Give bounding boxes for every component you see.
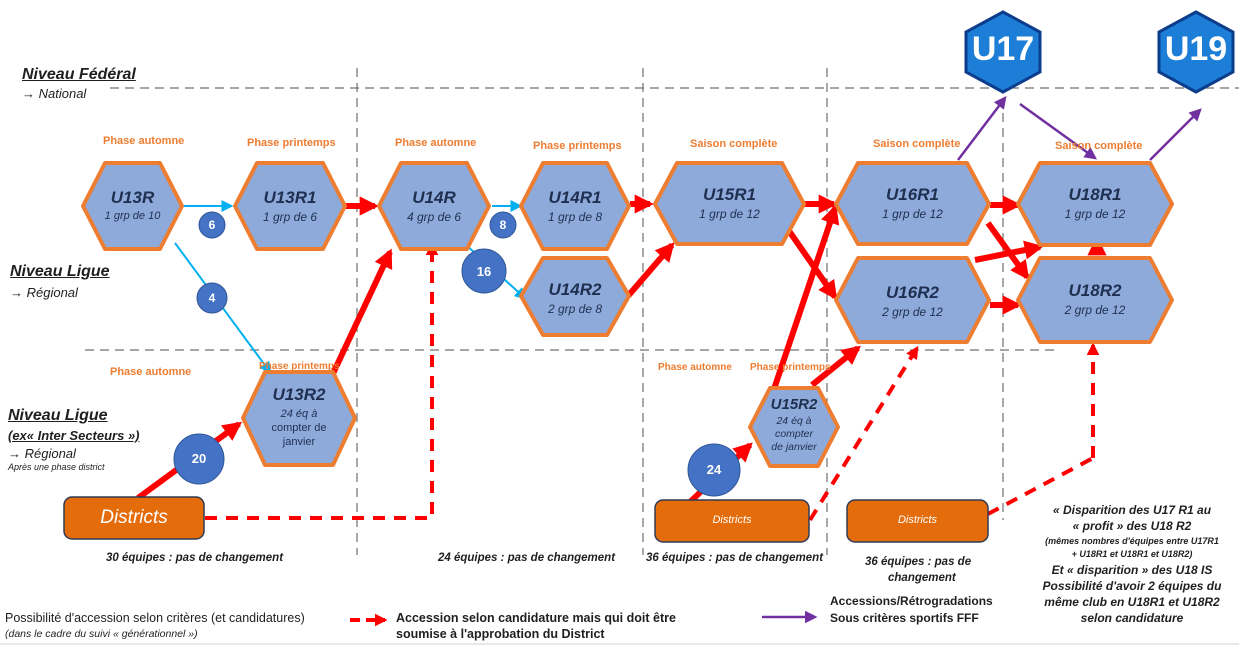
- level-federal-title: Niveau Fédéral: [22, 66, 136, 83]
- node-u18r2-sub: 2 grp de 12: [1064, 303, 1126, 317]
- level-ligue-title: Niveau Ligue: [10, 263, 110, 280]
- phase-label-u13r2-left: Phase automne: [110, 366, 192, 378]
- node-u14r-name: U14R: [412, 188, 456, 207]
- node-u14r2-sub: 2 grp de 8: [547, 302, 603, 316]
- phase-label-u15r1: Saison complète: [690, 138, 778, 150]
- separator-lines: [85, 68, 1239, 555]
- equipes-label-2: 24 équipes : pas de changement: [438, 552, 616, 564]
- legend-dashed-line2: soumise à l'approbation du District: [396, 627, 605, 641]
- phase-label-u13r: Phase automne: [103, 135, 185, 147]
- node-u16r2-name: U16R2: [886, 283, 939, 302]
- node-u15r2-l2: compter: [775, 428, 813, 440]
- note-line-6: Possibilité d'avoir 2 équipes du: [1042, 579, 1222, 593]
- node-u13r-name: U13R: [110, 188, 155, 207]
- node-u15r1-name: U15R1: [703, 185, 756, 204]
- districts-box-3: Districts: [897, 514, 938, 526]
- count-circle-16: 16: [476, 264, 492, 279]
- note-line-2: « profit » des U18 R2: [1072, 519, 1192, 533]
- legend-dashed-line1: Accession selon candidature mais qui doi…: [396, 611, 676, 625]
- legend-solid-line1: Possibilité d'accession selon critères (…: [5, 611, 305, 625]
- note-line-5: Et « disparition » des U18 IS: [1051, 563, 1213, 577]
- legend-solid-line2: (dans le cadre du suivi « générationnel …: [5, 628, 198, 640]
- node-u14r2-name: U14R2: [548, 280, 602, 299]
- node-u13r2-l3: janvier: [282, 436, 316, 448]
- note-line-8: selon candidature: [1080, 611, 1184, 625]
- badge-u17: U17: [971, 30, 1035, 68]
- node-u15r1-sub: 1 grp de 12: [699, 207, 760, 221]
- purple-arrows: [762, 96, 1202, 624]
- node-u16r1-sub: 1 grp de 12: [882, 207, 943, 221]
- phase-label-u13r1: Phase printemps: [247, 137, 336, 149]
- node-u14r1-sub: 1 grp de 8: [547, 210, 603, 224]
- count-circles: [173, 211, 741, 497]
- count-circle-8: 8: [499, 218, 507, 232]
- level-ligue-is-sub2: Après une phase district: [8, 462, 105, 472]
- node-u14r-sub: 4 grp de 6: [406, 210, 462, 224]
- level-ligue-is-title: Niveau Ligue: [8, 407, 108, 424]
- phase-label-u18r1: Saison complète: [1055, 140, 1143, 152]
- note-line-4: + U18R1 et U18R1 et U18R2): [1071, 549, 1193, 559]
- note-line-3: (mêmes nombres d'équipes entre U17R1: [1045, 536, 1219, 546]
- count-circle-4: 4: [208, 291, 216, 305]
- node-u13r1-name: U13R1: [263, 188, 317, 207]
- level-federal-sub: → National: [22, 86, 87, 101]
- phase-label-u14r1: Phase printemps: [533, 140, 622, 152]
- equipes-label-1: 30 équipes : pas de changement: [106, 552, 284, 564]
- hexagon-shapes: [81, 161, 1174, 468]
- equipes-label-4b: changement: [888, 572, 956, 584]
- node-u18r2-name: U18R2: [1068, 281, 1122, 300]
- node-u18r1-name: U18R1: [1068, 185, 1122, 204]
- level-ligue-is-sub: → Régional: [8, 446, 76, 461]
- node-u13r1-sub: 1 grp de 6: [262, 210, 318, 224]
- age-badge-shields: [964, 10, 1235, 94]
- phase-label-u14r: Phase automne: [395, 137, 477, 149]
- legend-purple-line2: Sous critères sportifs FFF: [830, 611, 979, 625]
- equipes-label-3: 36 équipes : pas de changement: [646, 552, 824, 564]
- count-circle-20: 20: [191, 451, 207, 466]
- node-u14r1-name: U14R1: [548, 188, 602, 207]
- node-u13r2-name: U13R2: [272, 385, 326, 404]
- badge-u19: U19: [1164, 30, 1228, 68]
- red-dashed-arrows: [205, 242, 1100, 522]
- level-ligue-sub: → Régional: [10, 285, 78, 300]
- node-u16r2-sub: 2 grp de 12: [882, 305, 943, 319]
- level-ligue-is-title2: (ex« Inter Secteurs »): [8, 428, 140, 443]
- node-u13r2-l1: 24 éq à: [280, 408, 318, 420]
- phase-label-u13r2: Phase printemps: [259, 361, 340, 372]
- note-line-7: même club en U18R1 et U18R2: [1044, 595, 1220, 609]
- node-u16r1-name: U16R1: [886, 185, 939, 204]
- phase-label-u15r2: Phase printemps: [750, 362, 831, 373]
- node-u15r2-l3: de janvier: [771, 441, 817, 453]
- districts-box-2: Districts: [712, 514, 752, 526]
- districts-box-1: Districts: [100, 507, 168, 528]
- note-line-1: « Disparition des U17 R1 au: [1052, 503, 1212, 517]
- count-circle-6: 6: [208, 218, 216, 232]
- node-u15r2-name: U15R2: [770, 396, 818, 413]
- node-u13r2-l2: compter de: [271, 422, 327, 434]
- phase-label-u16r1: Saison complète: [873, 138, 961, 150]
- count-circle-24: 24: [706, 462, 722, 477]
- districts-boxes: [63, 496, 989, 543]
- phase-label-u15r2-left: Phase automne: [658, 362, 732, 373]
- equipes-label-4a: 36 équipes : pas de: [865, 556, 972, 568]
- node-u18r1-sub: 1 grp de 12: [1064, 207, 1126, 221]
- legend-purple-line1: Accessions/Rétrogradations: [830, 594, 993, 608]
- node-u15r2-l1: 24 éq à: [776, 415, 812, 427]
- node-u13r-sub: 1 grp de 10: [104, 210, 161, 222]
